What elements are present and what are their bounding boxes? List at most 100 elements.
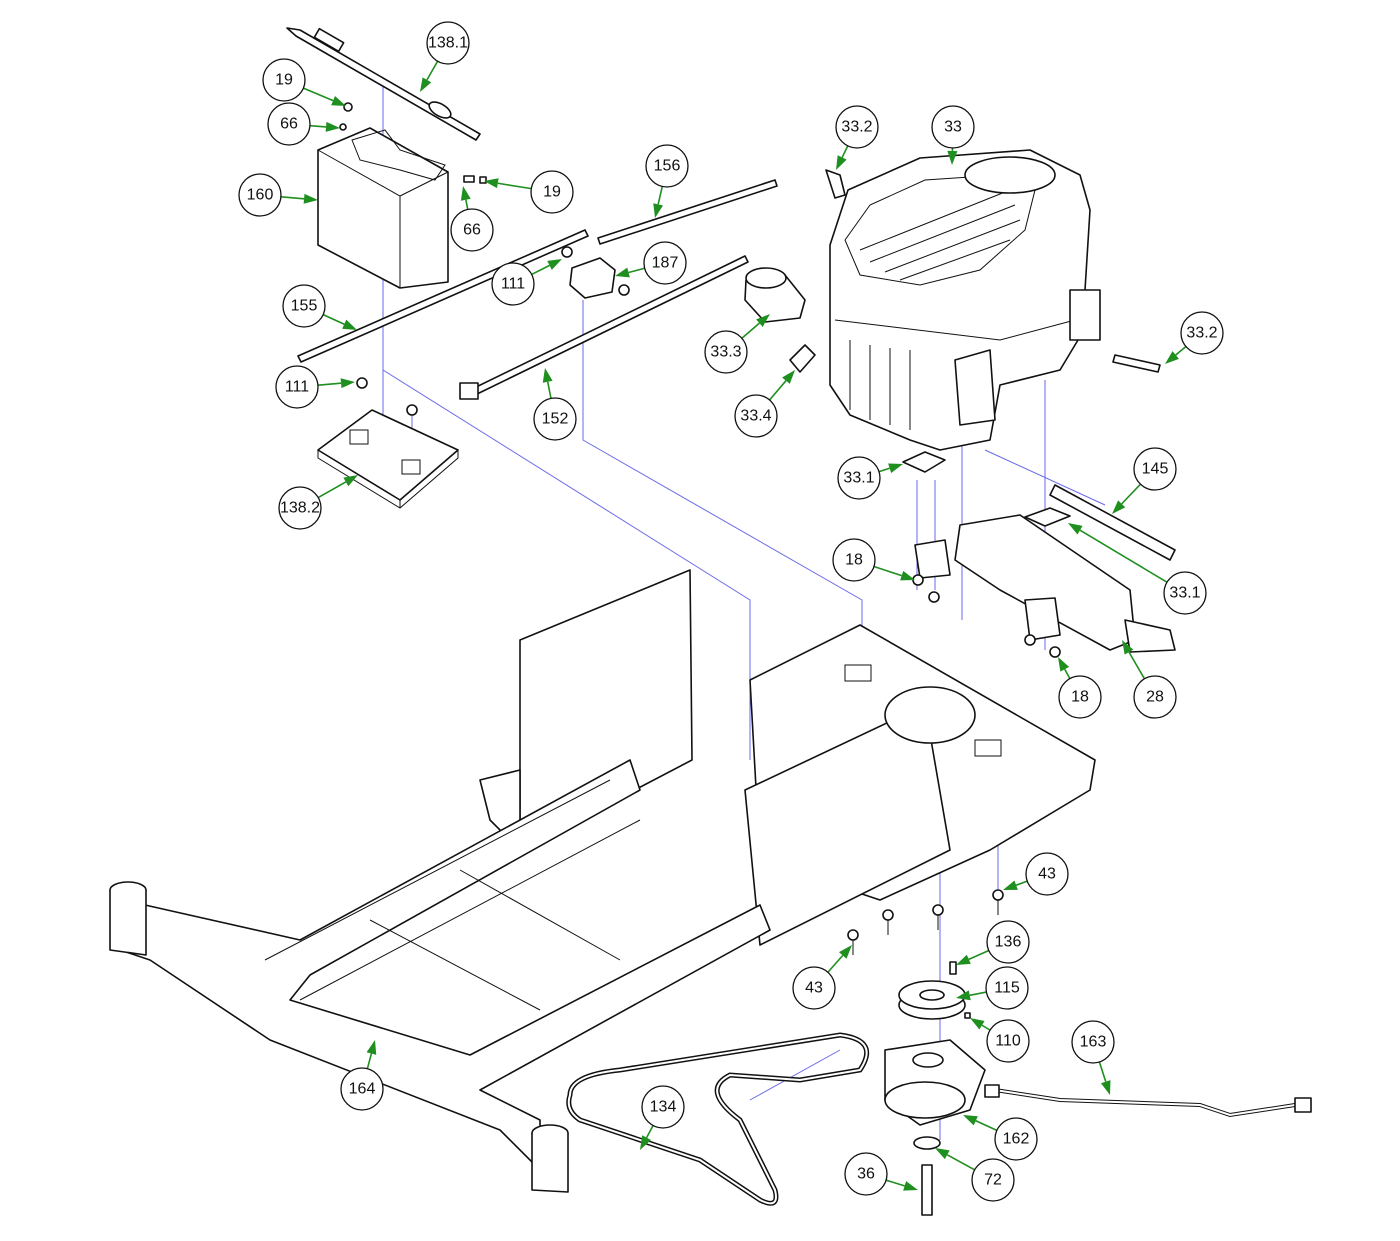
arrow-head-icon (1100, 1080, 1111, 1095)
leader-line (975, 1120, 998, 1132)
arrow-head-icon (956, 990, 971, 1001)
callout-label: 19 (543, 184, 561, 201)
pulley (898, 961, 971, 1020)
callout-circle (1025, 852, 1069, 896)
callout-circle (844, 1152, 888, 1196)
arrow-head-icon (340, 378, 355, 389)
callout-circle (985, 966, 1029, 1010)
callout-circle (275, 365, 319, 409)
callout-circle (340, 1067, 384, 1111)
leader-line (465, 199, 469, 210)
leader-line (1121, 483, 1142, 505)
callout-162: 162 (963, 1115, 1038, 1161)
fuel-filter (789, 344, 816, 373)
callout-circle (1133, 447, 1177, 491)
arrow-head-icon (1068, 523, 1083, 535)
callout-circle (645, 144, 689, 188)
callout-label: 110 (995, 1033, 1021, 1050)
leader-line (827, 954, 844, 973)
callout-label: 33.4 (740, 408, 771, 425)
callout-36: 36 (844, 1152, 918, 1196)
arrow-head-icon (900, 570, 915, 581)
arrow-head-icon (956, 954, 971, 965)
callout-33: 33 (931, 105, 975, 165)
callout-label: 162 (1003, 1131, 1030, 1148)
arrow-head-icon (325, 121, 340, 132)
leader-line (968, 949, 990, 961)
callout-134: 134 (640, 1085, 685, 1150)
leader-line (657, 186, 664, 205)
battery (317, 102, 487, 289)
callout-19: 19 (484, 170, 574, 214)
callout-label: 111 (285, 379, 309, 396)
wire-harness (984, 1084, 1312, 1118)
callout-label: 164 (349, 1081, 376, 1098)
callout-label: 66 (280, 116, 298, 133)
leader-line (317, 481, 347, 499)
callout-33-1: 33.1 (1068, 523, 1207, 615)
callout-label: 134 (650, 1099, 677, 1116)
callout-circle (641, 1085, 685, 1129)
callout-label: 138.1 (428, 35, 468, 52)
callout-circle (267, 102, 311, 146)
callout-circle (971, 1158, 1015, 1202)
callout-label: 115 (994, 980, 1020, 997)
callout-187: 187 (615, 241, 687, 285)
leader-line (1128, 651, 1146, 680)
callout-label: 155 (291, 298, 318, 315)
callout-160: 160 (238, 173, 318, 217)
callout-28: 28 (1122, 640, 1177, 719)
callout-label: 33.1 (1169, 585, 1200, 602)
leader-line (546, 381, 552, 399)
callout-circle (282, 284, 326, 328)
callout-circle (835, 105, 879, 149)
callout-label: 138.2 (280, 500, 320, 517)
solenoid (561, 246, 630, 299)
leader-line (366, 1053, 373, 1069)
leader-line (497, 182, 532, 190)
leader-line (741, 322, 760, 339)
spark-plug (825, 169, 846, 199)
callout-label: 152 (542, 411, 569, 428)
callout-circle (832, 538, 876, 582)
callout-43: 43 (792, 945, 852, 1010)
arrow-head-icon (1003, 880, 1018, 890)
callout-label: 18 (1071, 689, 1089, 706)
callout-label: 28 (1146, 689, 1164, 706)
callout-circle (986, 1019, 1030, 1063)
muffler (912, 514, 1176, 658)
callout-label: 33.1 (843, 470, 874, 487)
arrow-head-icon (342, 319, 357, 330)
arrow-head-icon (547, 259, 562, 270)
leader-line (768, 380, 787, 401)
callout-circle (1058, 675, 1102, 719)
leader-line (885, 1179, 905, 1187)
callout-label: 33.3 (710, 344, 741, 361)
leader-line (841, 145, 849, 158)
leader-line (645, 1125, 654, 1139)
arrow-head-icon (935, 1148, 950, 1160)
callout-circle (533, 397, 577, 441)
callout-145: 145 (1112, 447, 1177, 514)
gasket (1024, 507, 1071, 527)
callout-111: 111 (275, 365, 355, 409)
callout-circle (1180, 311, 1224, 355)
arrow-head-icon (888, 463, 903, 474)
callout-33-2: 33.2 (835, 105, 879, 170)
arrow-head-icon (460, 186, 471, 201)
arrow-head-icon (1058, 657, 1070, 672)
leader-line (303, 87, 334, 102)
arrow-head-icon (947, 150, 958, 165)
callout-label: 156 (654, 158, 681, 175)
arrow-head-icon (303, 193, 318, 204)
arrow-head-icon (836, 155, 847, 170)
spark-plug (1112, 354, 1161, 373)
callout-label: 18 (845, 552, 863, 569)
callout-label: 19 (275, 72, 293, 89)
arrow-head-icon (484, 178, 499, 189)
callout-label: 136 (995, 934, 1022, 951)
callout-138-2: 138.2 (278, 475, 358, 530)
callout-72: 72 (935, 1148, 1015, 1202)
arrow-head-icon (1165, 351, 1179, 364)
